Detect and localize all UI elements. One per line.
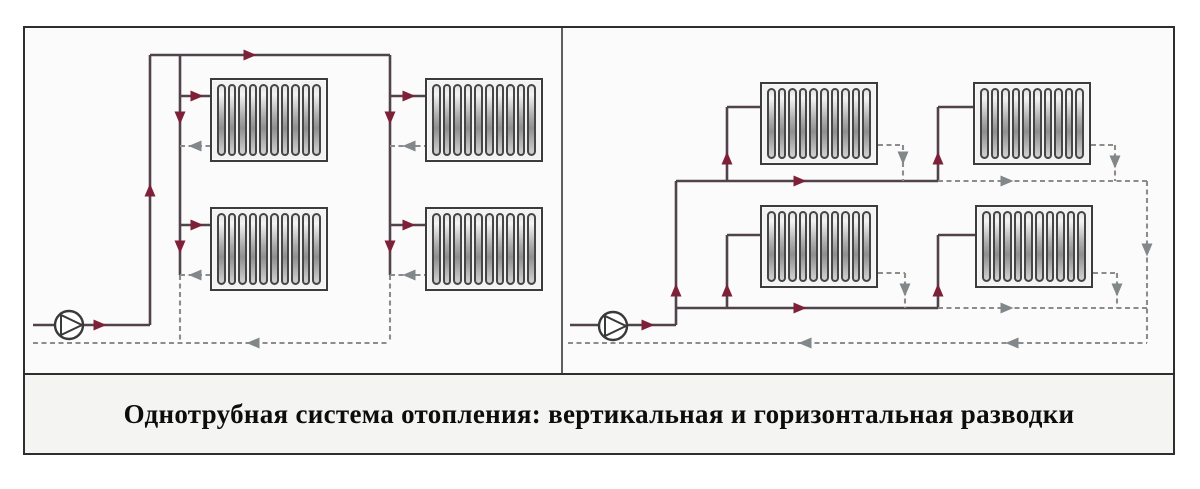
panel-divider bbox=[561, 28, 563, 373]
radiator-horizontal-floor1-right bbox=[973, 82, 1091, 165]
radiator-tube bbox=[269, 84, 279, 156]
radiator-tube bbox=[259, 213, 268, 285]
radiator-tube bbox=[227, 213, 237, 285]
radiator-vertical-floor2-left bbox=[210, 207, 328, 291]
radiator-tube bbox=[1075, 88, 1084, 159]
radiator-tube bbox=[312, 84, 321, 156]
radiator-tube bbox=[982, 211, 991, 282]
radiator-tube bbox=[506, 84, 515, 156]
radiator-tube bbox=[1001, 88, 1010, 159]
radiator-tube bbox=[841, 211, 850, 282]
radiator-tube bbox=[851, 88, 861, 159]
radiator-tube bbox=[291, 213, 300, 285]
radiator-tube bbox=[841, 88, 850, 159]
radiator-tube bbox=[495, 84, 505, 156]
radiator-tube bbox=[506, 213, 515, 285]
radiator-vertical-floor1-right bbox=[425, 78, 543, 162]
radiator-tube bbox=[830, 88, 840, 159]
diagram-area bbox=[23, 26, 1175, 375]
radiator-tube bbox=[442, 213, 452, 285]
radiator-tube bbox=[312, 213, 321, 285]
caption-bar: Однотрубная система отопления: вертикаль… bbox=[23, 373, 1175, 455]
radiator-tube bbox=[851, 211, 861, 282]
radiator-tube bbox=[1077, 211, 1086, 282]
radiator-tube bbox=[217, 213, 226, 285]
radiator-tube bbox=[516, 84, 526, 156]
radiator-tube bbox=[830, 211, 840, 282]
radiator-tube bbox=[788, 88, 797, 159]
radiator-tube bbox=[798, 211, 808, 282]
radiator-tube bbox=[1011, 88, 1021, 159]
radiator-tube bbox=[980, 88, 989, 159]
radiator-tube bbox=[432, 213, 441, 285]
radiator-tube bbox=[527, 213, 536, 285]
radiator-tube bbox=[862, 88, 871, 159]
radiator-tube bbox=[238, 213, 247, 285]
radiator-tube bbox=[484, 84, 494, 156]
radiator-tube bbox=[777, 88, 787, 159]
radiator-horizontal-floor2-right bbox=[975, 205, 1093, 288]
radiator-tube bbox=[463, 84, 473, 156]
radiator-tube bbox=[474, 213, 483, 285]
radiator-tube bbox=[227, 84, 237, 156]
radiator-tube bbox=[495, 213, 505, 285]
radiator-tube bbox=[809, 211, 818, 282]
radiator-tube bbox=[798, 88, 808, 159]
radiator-tube bbox=[1034, 211, 1044, 282]
caption-text: Однотрубная система отопления: вертикаль… bbox=[123, 398, 1075, 429]
radiator-vertical-floor1-left bbox=[210, 78, 328, 162]
radiator-tube bbox=[474, 84, 483, 156]
radiator-tube bbox=[1022, 88, 1031, 159]
radiator-tube bbox=[1024, 211, 1033, 282]
radiator-tube bbox=[432, 84, 441, 156]
radiator-tube bbox=[1032, 88, 1042, 159]
radiator-horizontal-floor1-left bbox=[760, 82, 878, 165]
radiator-tube bbox=[442, 84, 452, 156]
radiator-tube bbox=[990, 88, 1000, 159]
radiator-tube bbox=[248, 213, 258, 285]
radiator-tube bbox=[1066, 211, 1076, 282]
radiator-tube bbox=[767, 211, 776, 282]
radiator-tube bbox=[819, 211, 829, 282]
radiator-tube bbox=[269, 213, 279, 285]
radiator-tube bbox=[516, 213, 526, 285]
radiator-tube bbox=[1054, 88, 1063, 159]
radiator-tube bbox=[280, 84, 290, 156]
radiator-tube bbox=[463, 213, 473, 285]
radiator-tube bbox=[1003, 211, 1012, 282]
radiator-tube bbox=[819, 88, 829, 159]
radiator-tube bbox=[862, 211, 871, 282]
radiator-tube bbox=[280, 213, 290, 285]
radiator-tube bbox=[992, 211, 1002, 282]
radiator-tube bbox=[1043, 88, 1053, 159]
radiator-tube bbox=[238, 84, 247, 156]
radiator-tube bbox=[484, 213, 494, 285]
radiator-tube bbox=[809, 88, 818, 159]
radiator-tube bbox=[1045, 211, 1055, 282]
radiator-tube bbox=[217, 84, 226, 156]
radiator-tube bbox=[259, 84, 268, 156]
radiator-tube bbox=[767, 88, 776, 159]
radiator-tube bbox=[1064, 88, 1074, 159]
radiator-tube bbox=[291, 84, 300, 156]
radiator-tube bbox=[248, 84, 258, 156]
radiator-tube bbox=[453, 213, 462, 285]
radiator-tube bbox=[527, 84, 536, 156]
radiator-tube bbox=[453, 84, 462, 156]
radiator-vertical-floor2-right bbox=[425, 207, 543, 291]
radiator-tube bbox=[301, 213, 311, 285]
radiator-tube bbox=[301, 84, 311, 156]
radiator-tube bbox=[1056, 211, 1065, 282]
radiator-horizontal-floor2-left bbox=[760, 205, 878, 288]
radiator-tube bbox=[788, 211, 797, 282]
radiator-tube bbox=[777, 211, 787, 282]
radiator-tube bbox=[1013, 211, 1023, 282]
